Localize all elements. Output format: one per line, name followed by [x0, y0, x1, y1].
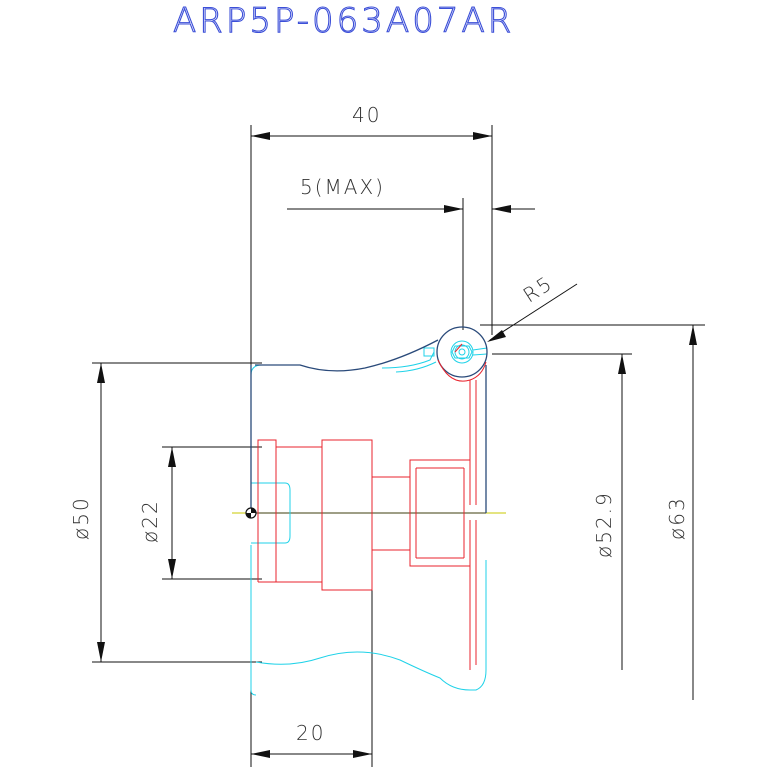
dim-width-bottom-label: 20	[296, 721, 325, 745]
dim-dia-mid-label: ø52.9	[592, 491, 616, 558]
dim-radius-label: R5	[519, 271, 558, 308]
drawing-title: ARP5P-063A07AR	[173, 1, 514, 41]
dim-dia-outer-label: ø63	[665, 496, 689, 540]
insert-profile	[250, 326, 488, 513]
cutter-body-outline	[250, 340, 488, 696]
dim-width-total-label: 40	[352, 103, 381, 127]
hidden-lines	[257, 343, 487, 670]
dim-dia-body-label: ø50	[69, 496, 93, 540]
dim-width-bottom: 20	[250, 470, 373, 767]
dim-dia-mid: ø52.9	[492, 353, 632, 670]
dim-dia-outer: ø63	[480, 324, 705, 700]
dim-max-depth: 5(MAX)	[287, 175, 535, 330]
origin-marker	[245, 507, 257, 519]
dim-dia-bore: ø22	[138, 446, 262, 580]
dim-width-total: 40	[250, 103, 493, 365]
dim-max-depth-label: 5(MAX)	[300, 175, 385, 199]
dim-dia-body: ø50	[69, 362, 262, 663]
dim-radius: R5	[487, 271, 578, 342]
dim-dia-bore-label: ø22	[138, 499, 162, 543]
